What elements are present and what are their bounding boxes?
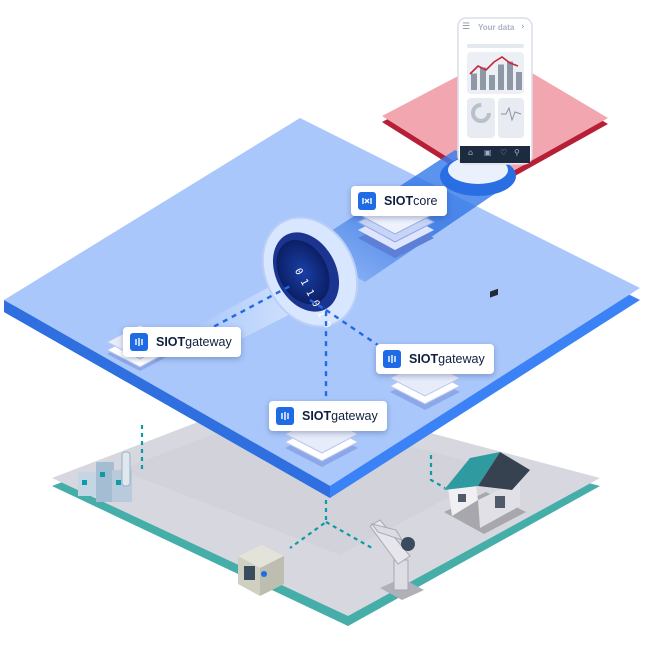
phone [457, 17, 533, 165]
home-icon[interactable]: ⌂ [468, 148, 474, 157]
core-icon [358, 192, 376, 210]
core-suffix: core [413, 194, 438, 208]
phone-bar [498, 64, 504, 90]
gateway-icon [383, 350, 401, 368]
gateway-icon [276, 407, 294, 425]
phone-bar [480, 67, 486, 90]
phone-bar-chart [471, 61, 522, 90]
robot-arm-icon [369, 519, 424, 600]
phone-bar [516, 72, 522, 90]
portal: 0 1 1 0 1 0 [261, 216, 359, 330]
gateway-brand: SIOT [409, 352, 439, 366]
gateway-suffix: gateway [185, 335, 232, 349]
phone-bar [507, 61, 513, 90]
core-brand: SIOT [384, 194, 414, 208]
phone-pulse-line [501, 106, 522, 122]
gateway-brand: SIOT [302, 409, 332, 423]
solar-house-icon [444, 288, 530, 534]
gateway-stack-right [388, 359, 462, 410]
heart-icon[interactable]: ♡ [500, 148, 508, 157]
phone-bar [489, 75, 495, 90]
gateway-suffix: gateway [331, 409, 378, 423]
factory-icon [78, 451, 132, 502]
meter-box-icon [238, 545, 284, 596]
search-icon[interactable]: ⚲ [514, 148, 520, 157]
menu-icon[interactable]: ☰ [462, 22, 471, 32]
phone-bar [471, 73, 477, 90]
chevron-right-icon[interactable]: › [521, 22, 525, 32]
phone-title: Your data [478, 23, 515, 32]
lock-icon[interactable]: ▣ [484, 148, 492, 157]
gateway-brand: SIOT [156, 335, 186, 349]
gateway-suffix: gateway [438, 352, 485, 366]
gateway-icon [130, 333, 148, 351]
phone-donut [471, 103, 491, 123]
phone-trend-line [469, 56, 519, 75]
ground-connectors [140, 425, 446, 549]
